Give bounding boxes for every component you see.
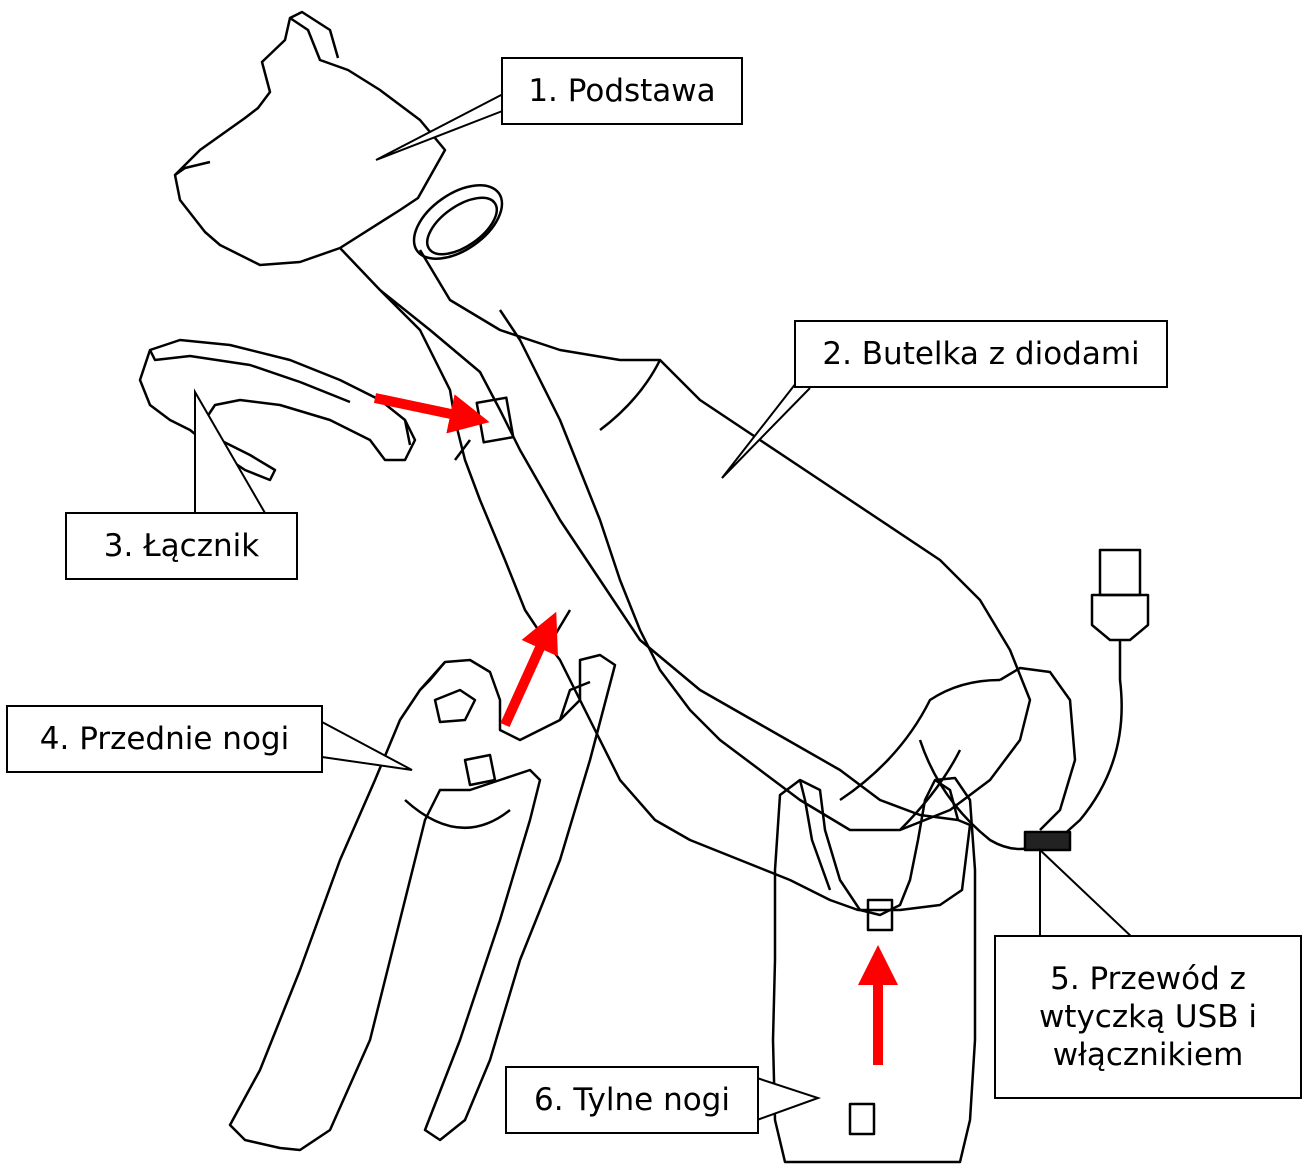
label-butelka: 2. Butelka z diodami — [794, 320, 1168, 388]
arrow-front-legs-to-base — [505, 630, 548, 725]
label-lacznik: 3. Łącznik — [65, 512, 298, 580]
pointer-tylne-nogi — [757, 1078, 818, 1120]
label-tylne-nogi: 6. Tylne nogi — [505, 1066, 759, 1134]
pointer-lacznik — [195, 392, 265, 513]
label-przewod: 5. Przewód z wtyczką USB i włącznikiem — [994, 935, 1302, 1099]
pointer-przednie-nogi — [322, 722, 412, 770]
base-part — [175, 12, 970, 910]
assembly-arrows — [375, 398, 878, 1065]
pointer-butelka — [722, 378, 810, 478]
label-podstawa: 1. Podstawa — [501, 57, 743, 125]
label-przewod-line-2: wtyczką USB i — [1039, 998, 1257, 1036]
label-przewod-line-3: włącznikiem — [1053, 1036, 1244, 1074]
pointer-przewod — [1040, 850, 1135, 940]
label-przednie-nogi: 4. Przednie nogi — [6, 705, 323, 773]
label-przewod-line-1: 5. Przewód z — [1050, 960, 1246, 998]
